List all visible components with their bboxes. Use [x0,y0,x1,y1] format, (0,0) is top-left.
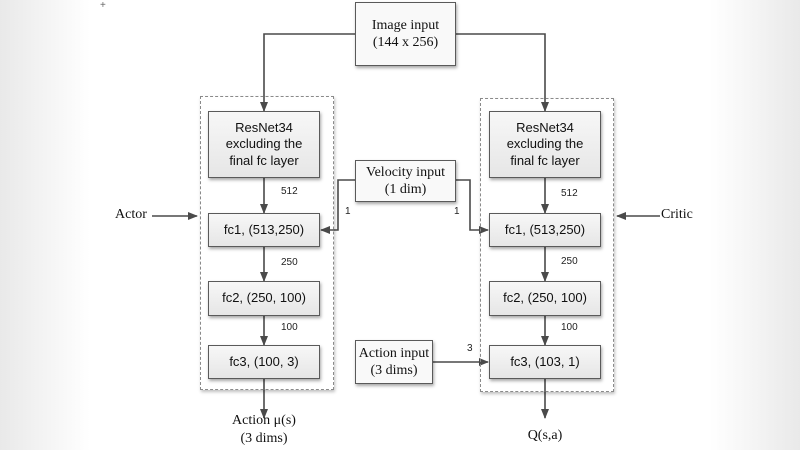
actor-group [200,96,334,390]
edge-velocity-to-critic [456,179,489,234]
image-input-title: Image input [371,17,440,33]
actor-fc2-label: fc2, (250, 100) [222,290,306,306]
actor-fc1-node: fc1, (513,250) [208,213,320,247]
corner-mark: + [100,0,106,11]
critic-fc3-label: fc3, (103, 1) [510,353,580,369]
critic-edge-label-action: 3 [467,343,473,354]
edge-velocity-to-actor [320,179,355,234]
action-input-size: (3 dims) [370,363,418,378]
actor-edge-label-250: 250 [281,257,298,268]
critic-edge-label-velocity: 1 [454,206,460,217]
critic-fc1-node: fc1, (513,250) [489,213,601,247]
critic-group [480,98,614,392]
edge-image-to-actor [260,33,355,112]
image-input-size: (144 x 256) [372,35,439,50]
velocity-input-title: Velocity input [366,164,445,180]
critic-fc2-node: fc2, (250, 100) [489,281,601,316]
actor-resnet-line1: ResNet34 [235,120,293,136]
actor-edge-label-100: 100 [281,322,298,333]
edge-image-to-critic [456,33,549,112]
velocity-input-node: Velocity input (1 dim) [355,160,456,202]
actor-edge-label-512: 512 [281,186,298,197]
actor-edge-label-velocity: 1 [345,206,351,217]
critic-label: Critic [661,207,693,222]
actor-fc3-node: fc3, (100, 3) [208,345,320,379]
actor-fc1-label: fc1, (513,250) [223,221,305,237]
actor-output-line2: (3 dims) [240,430,288,446]
actor-label: Actor [115,207,147,222]
actor-output-line1: Action μ(s) [232,413,296,428]
critic-output-label: Q(s,a) [527,428,563,443]
actor-fc2-node: fc2, (250, 100) [208,281,320,316]
velocity-input-size: (1 dim) [384,182,427,197]
critic-resnet-line3: final fc layer [510,152,580,168]
critic-resnet-node: ResNet34 excluding the final fc layer [489,111,601,178]
actor-output-label: Action μ(s) (3 dims) [214,412,314,447]
image-input-node: Image input (144 x 256) [355,2,456,66]
critic-edge-label-100: 100 [561,322,578,333]
actor-resnet-line3: final fc layer [229,152,299,168]
actor-resnet-node: ResNet34 excluding the final fc layer [208,111,320,178]
actor-fc3-label: fc3, (100, 3) [229,353,299,369]
action-input-node: Action input (3 dims) [355,340,433,384]
critic-fc3-node: fc3, (103, 1) [489,345,601,379]
actor-resnet-line2: excluding the [225,136,303,152]
critic-fc2-label: fc2, (250, 100) [503,290,587,306]
critic-resnet-line1: ResNet34 [516,120,574,136]
critic-edge-label-512: 512 [561,188,578,199]
critic-fc1-label: fc1, (513,250) [504,221,586,237]
action-input-title: Action input [358,345,430,361]
critic-edge-label-250: 250 [561,256,578,267]
critic-resnet-line2: excluding the [506,136,584,152]
